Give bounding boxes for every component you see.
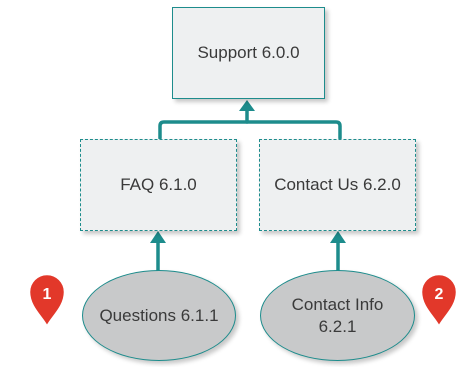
node-questions-label: Questions 6.1.1 [99, 305, 219, 325]
node-support: Support 6.0.0 [172, 7, 325, 99]
arrowhead-support [239, 100, 255, 111]
arrowhead-faq [150, 231, 166, 243]
marker-left-number: 1 [43, 286, 52, 303]
arrowhead-contact-us [330, 231, 346, 243]
marker-right-number: 2 [435, 286, 444, 303]
node-faq-label: FAQ 6.1.0 [120, 175, 197, 194]
map-pin-icon: 1 [27, 272, 67, 330]
map-pin-icon: 2 [419, 272, 459, 330]
node-contact-info: Contact Info 6.2.1 [260, 270, 415, 361]
node-faq: FAQ 6.1.0 [80, 139, 237, 231]
node-contact-us: Contact Us 6.2.0 [259, 139, 416, 231]
connector-faq-to-support [158, 120, 342, 140]
node-contact-info-label-line2: 6.2.1 [318, 316, 357, 336]
node-support-label: Support 6.0.0 [197, 43, 300, 62]
node-questions: Questions 6.1.1 [82, 270, 236, 361]
node-contact-us-label: Contact Us 6.2.0 [274, 175, 401, 194]
node-contact-info-label-line1: Contact Info [291, 294, 384, 314]
